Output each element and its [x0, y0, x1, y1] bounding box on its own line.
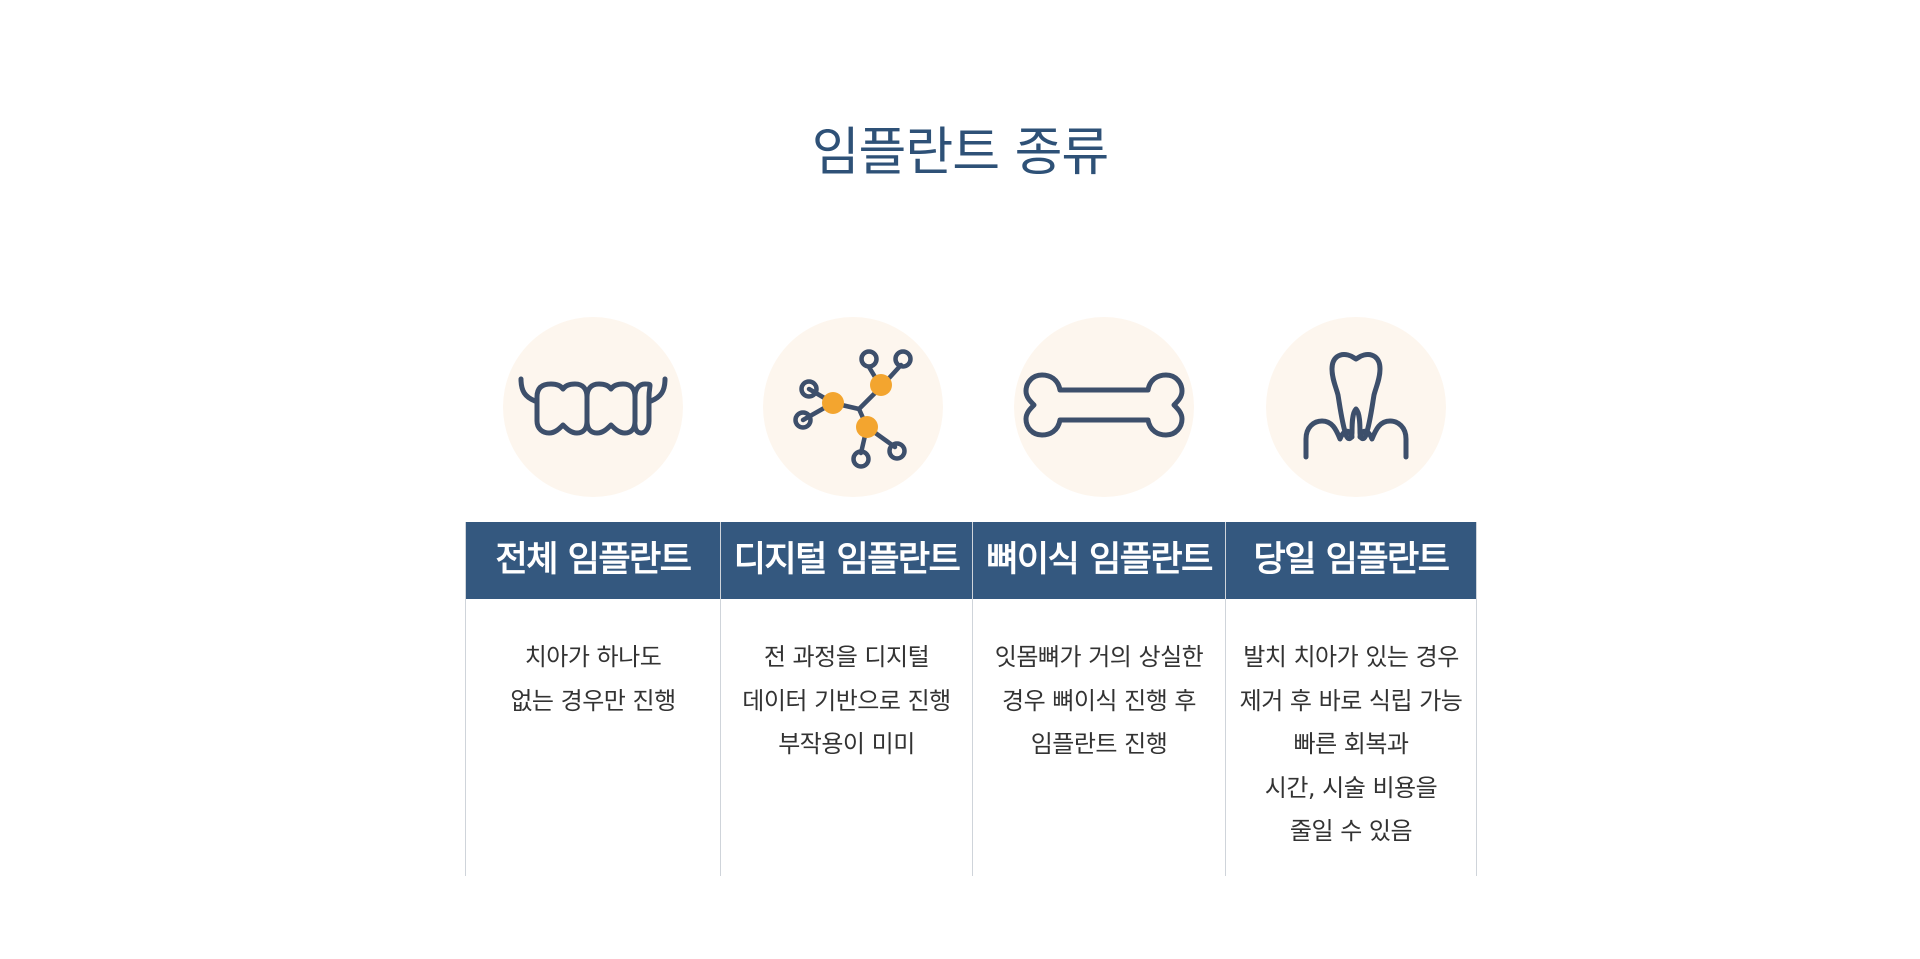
column-same-day-implant: 당일 임플란트 발치 치아가 있는 경우 제거 후 바로 식립 가능 빠른 회복…	[1225, 522, 1477, 876]
column-heading: 당일 임플란트	[1226, 522, 1476, 599]
column-digital-implant: 디지털 임플란트 전 과정을 디지털 데이터 기반으로 진행 부작용이 미미	[720, 522, 972, 876]
node-highlight	[856, 416, 878, 438]
teeth-icon-circle	[503, 317, 683, 497]
description-line: 발치 치아가 있는 경우	[1243, 643, 1459, 671]
description-line: 줄일 수 있음	[1289, 817, 1413, 845]
description-line: 임플란트 진행	[1030, 730, 1168, 758]
bone-icon	[1023, 372, 1185, 438]
column-full-implant: 전체 임플란트 치아가 하나도 없는 경우만 진행	[465, 522, 720, 876]
description-line: 시간, 시술 비용을	[1264, 773, 1438, 802]
tooth-gum-icon-circle	[1266, 317, 1446, 497]
description-line: 빠른 회복과	[1293, 730, 1409, 758]
column-heading: 전체 임플란트	[466, 522, 720, 599]
column-description: 전 과정을 디지털 데이터 기반으로 진행 부작용이 미미	[721, 599, 972, 767]
description-line: 치아가 하나도	[524, 643, 662, 671]
column-heading: 뼈이식 임플란트	[973, 522, 1225, 599]
implant-types-table: 전체 임플란트 치아가 하나도 없는 경우만 진행 디지털 임플란트 전 과정을…	[465, 522, 1477, 876]
description-line: 잇몸뼈가 거의 상실한	[994, 643, 1204, 671]
bone-icon-circle	[1014, 317, 1194, 497]
molecule-network-icon	[793, 349, 913, 469]
page-title: 임플란트 종류	[811, 123, 1110, 183]
description-line: 제거 후 바로 식립 가능	[1239, 686, 1463, 715]
column-heading: 디지털 임플란트	[721, 522, 972, 599]
node-highlight	[870, 374, 892, 396]
column-description: 잇몸뼈가 거의 상실한 경우 뼈이식 진행 후 임플란트 진행	[973, 599, 1225, 767]
column-description: 발치 치아가 있는 경우 제거 후 바로 식립 가능 빠른 회복과 시간, 시술…	[1226, 599, 1476, 854]
column-description: 치아가 하나도 없는 경우만 진행	[466, 599, 720, 723]
node-highlight	[822, 392, 844, 414]
tooth-gum-icon	[1303, 352, 1409, 460]
molecule-icon-circle	[763, 317, 943, 497]
description-line: 부작용이 미미	[778, 730, 915, 758]
teeth-icon	[518, 376, 668, 436]
column-bone-graft-implant: 뼈이식 임플란트 잇몸뼈가 거의 상실한 경우 뼈이식 진행 후 임플란트 진행	[972, 522, 1225, 876]
description-line: 데이터 기반으로 진행	[742, 686, 951, 715]
description-line: 없는 경우만 진행	[510, 686, 676, 715]
description-line: 경우 뼈이식 진행 후	[1001, 686, 1197, 715]
description-line: 전 과정을 디지털	[763, 643, 930, 671]
